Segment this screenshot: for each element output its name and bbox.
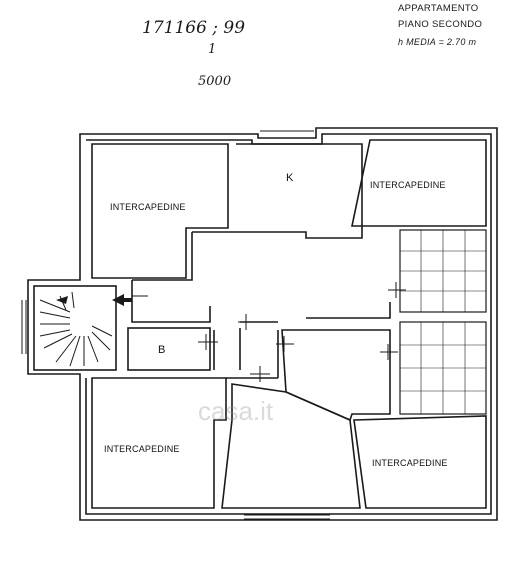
label-bottom-right: INTERCAPEDINE [372, 458, 448, 468]
stair-arrow [112, 294, 132, 306]
handwritten-reference: 171166 ; 99 [142, 18, 246, 38]
room-bottom-center-wall [221, 383, 361, 509]
label-bottom-left: INTERCAPEDINE [104, 444, 180, 454]
room-top-left-wall [91, 143, 229, 279]
outer-wall-inner [85, 133, 492, 515]
watermark: casa.it [198, 396, 274, 426]
room-bath [127, 327, 211, 371]
staircase [33, 285, 117, 371]
handwritten-scale: 5000 [198, 74, 232, 89]
room-center [281, 329, 391, 422]
label-top-right: INTERCAPEDINE [370, 180, 446, 190]
room-bottom-right-wall [353, 415, 487, 509]
header-line-3: h MEDIA = 2.70 m [398, 37, 477, 47]
room-kitchen-wall [192, 143, 363, 239]
label-bath: B [158, 344, 166, 356]
room-top-right-wall [351, 139, 487, 227]
label-top-left: INTERCAPEDINE [110, 202, 186, 212]
label-kitchen: K [286, 172, 294, 184]
hall-wall [131, 280, 391, 323]
header-line-1: APPARTAMENTO [398, 3, 479, 14]
outer-wall [27, 127, 498, 521]
handwritten-sub: 1 [208, 42, 217, 57]
hall-wall-2 [132, 232, 193, 281]
header-line-2: PIANO SECONDO [398, 19, 483, 30]
